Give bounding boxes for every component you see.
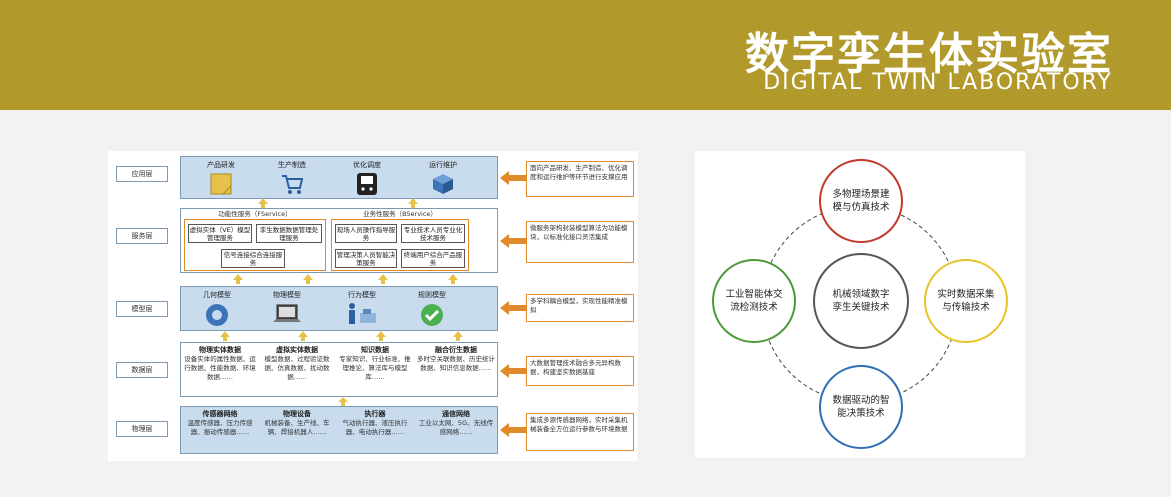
arrow-left-icon	[500, 364, 526, 378]
person-icon	[349, 303, 376, 324]
key-tech-diagram: 机械领域数字孪生关键技术 多物理场景建模与仿真技术 实时数据采集与传输技术 数据…	[695, 151, 1025, 458]
layer-label-application: 应用层	[116, 166, 168, 182]
up-arrow	[453, 331, 463, 341]
physical-col-2-text: 机械装备、生产线、车辆、焊接机器人……	[264, 419, 330, 436]
center-tech-circle: 机械领域数字孪生关键技术	[813, 253, 909, 349]
desc-model: 多学科耦合模型，实现性能精准模拟	[526, 294, 634, 322]
desc-application: 面向产品研发、生产制造、优化调度和运行维护等环节进行支撑应用	[526, 161, 634, 197]
up-arrow	[298, 331, 308, 341]
data-layer-band: 物理实体数据 设备实体的属性数据、运行数据、性能数据、环境数据…… 虚拟实体数据…	[180, 342, 498, 397]
model-item-1: 几何模型	[203, 291, 231, 299]
left-tech-circle: 工业智能体交流检测技术	[712, 259, 796, 343]
up-arrow	[303, 274, 313, 284]
bottom-tech-label: 数据驱动的智能决策技术	[832, 395, 890, 419]
desc-service: 微服务架构封装模型算法为功能模块，以标准化接口灵活集成	[526, 221, 634, 263]
service-layer-band: 功能性服务（FService） 业务性服务（BService） 虚拟实体（VE）…	[180, 208, 498, 273]
architecture-diagram: 应用层 服务层 模型层 数据层 物理层 产品研发 生产制造 优化调度 运行维护 …	[108, 151, 638, 461]
lab-title-cn: 数字孪生体实验室	[745, 29, 1113, 80]
up-arrow	[376, 331, 386, 341]
arrow-left-icon	[500, 171, 526, 185]
top-tech-label: 多物理场景建模与仿真技术	[832, 189, 890, 213]
data-col-3-title: 知识数据	[361, 346, 389, 354]
data-col-1-text: 设备实体的属性数据、运行数据、性能数据、环境数据……	[184, 355, 256, 381]
service-box-field-staff: 现场人员操作指导服务	[335, 224, 397, 243]
arrow-left-icon	[500, 423, 526, 437]
header-banner: 数字孪生体实验室 DIGITAL TWIN LABORATORY	[0, 0, 1171, 110]
ring-icon	[206, 304, 228, 326]
service-box-end-user: 终端用户综合产品服务	[401, 249, 465, 268]
model-item-2: 物理模型	[273, 291, 301, 299]
physical-col-2-title: 物理设备	[283, 410, 311, 418]
cube-icon	[433, 174, 453, 194]
up-arrow	[220, 331, 230, 341]
app-item-4: 运行维护	[429, 161, 457, 169]
desc-physical: 集成多源传感器网络，实时采集机械装备全方位运行参数与环境数据	[526, 413, 634, 451]
service-box-signal: 信号连接综合连接服务	[221, 249, 285, 268]
top-tech-circle: 多物理场景建模与仿真技术	[819, 159, 903, 243]
train-icon	[357, 173, 377, 195]
data-col-1-title: 物理实体数据	[199, 346, 241, 354]
up-arrow	[233, 274, 243, 284]
data-col-4-text: 多时空关联数据、历史统计数据、知识信息数据……	[417, 355, 495, 372]
model-item-3: 行为模型	[348, 291, 376, 299]
layer-label-data: 数据层	[116, 362, 168, 378]
laptop-icon	[273, 304, 301, 322]
note-icon	[210, 173, 232, 195]
arrow-left-icon	[500, 234, 526, 248]
data-col-2-title: 虚拟实体数据	[276, 346, 318, 354]
business-service-title: 业务性服务（BService）	[363, 210, 437, 218]
physical-col-3-title: 执行器	[364, 410, 386, 418]
service-box-ve: 虚拟实体（VE）模型管理服务	[188, 224, 252, 243]
check-icon	[421, 304, 443, 326]
cart-icon	[282, 175, 304, 194]
lab-title-en: DIGITAL TWIN LABORATORY	[763, 70, 1113, 95]
up-arrow	[338, 397, 348, 406]
data-col-4-title: 融合衍生数据	[435, 346, 477, 354]
up-arrow	[408, 198, 418, 208]
functional-service-title: 功能性服务（FService）	[218, 210, 292, 218]
app-item-1: 产品研发	[207, 161, 235, 169]
data-col-3-text: 专家知识、行业标准、推理推论、算法库与模型库……	[339, 355, 411, 381]
app-item-3: 优化调度	[353, 161, 381, 169]
up-arrow	[258, 198, 268, 208]
physical-col-4-text: 工业以太网、5G、无线传感网络……	[418, 419, 494, 436]
application-layer-band: 产品研发 生产制造 优化调度 运行维护	[180, 156, 498, 199]
center-tech-label: 机械领域数字孪生关键技术	[832, 289, 890, 313]
desc-data: 大数据管理技术融合多元异构数据，构建坚实数据基座	[526, 356, 634, 386]
right-tech-circle: 实时数据采集与传输技术	[924, 259, 1008, 343]
model-layer-band: 几何模型 物理模型 行为模型 规则模型	[180, 286, 498, 331]
physical-col-3-text: 气动执行器、液压执行器、电动执行器……	[342, 419, 408, 436]
arrow-left-icon	[500, 301, 526, 315]
right-tech-label: 实时数据采集与传输技术	[937, 289, 995, 313]
layer-label-service: 服务层	[116, 228, 168, 244]
layer-label-model: 模型层	[116, 301, 168, 317]
service-box-decision: 管理决策人员智能决策服务	[335, 249, 397, 268]
up-arrow	[378, 274, 388, 284]
layer-label-physical: 物理层	[116, 421, 168, 437]
physical-col-1-text: 温度传感器、压力传感器、振动传感器……	[187, 419, 253, 436]
physical-col-4-title: 通信网络	[442, 410, 470, 418]
physical-layer-band: 传感器网络 温度传感器、压力传感器、振动传感器…… 物理设备 机械装备、生产线、…	[180, 406, 498, 454]
app-item-2: 生产制造	[278, 161, 306, 169]
service-box-twin-data: 孪生数据数据管理处理服务	[256, 224, 322, 243]
bottom-tech-circle: 数据驱动的智能决策技术	[819, 365, 903, 449]
service-box-tech-staff: 专业技术人员专业化技术服务	[401, 224, 465, 243]
left-tech-label: 工业智能体交流检测技术	[725, 289, 783, 313]
data-col-2-text: 模型数据、过程验证数据、仿真数据、扰动数据……	[264, 355, 330, 381]
physical-col-1-title: 传感器网络	[202, 410, 238, 418]
model-item-4: 规则模型	[418, 291, 446, 299]
up-arrow	[448, 274, 458, 284]
